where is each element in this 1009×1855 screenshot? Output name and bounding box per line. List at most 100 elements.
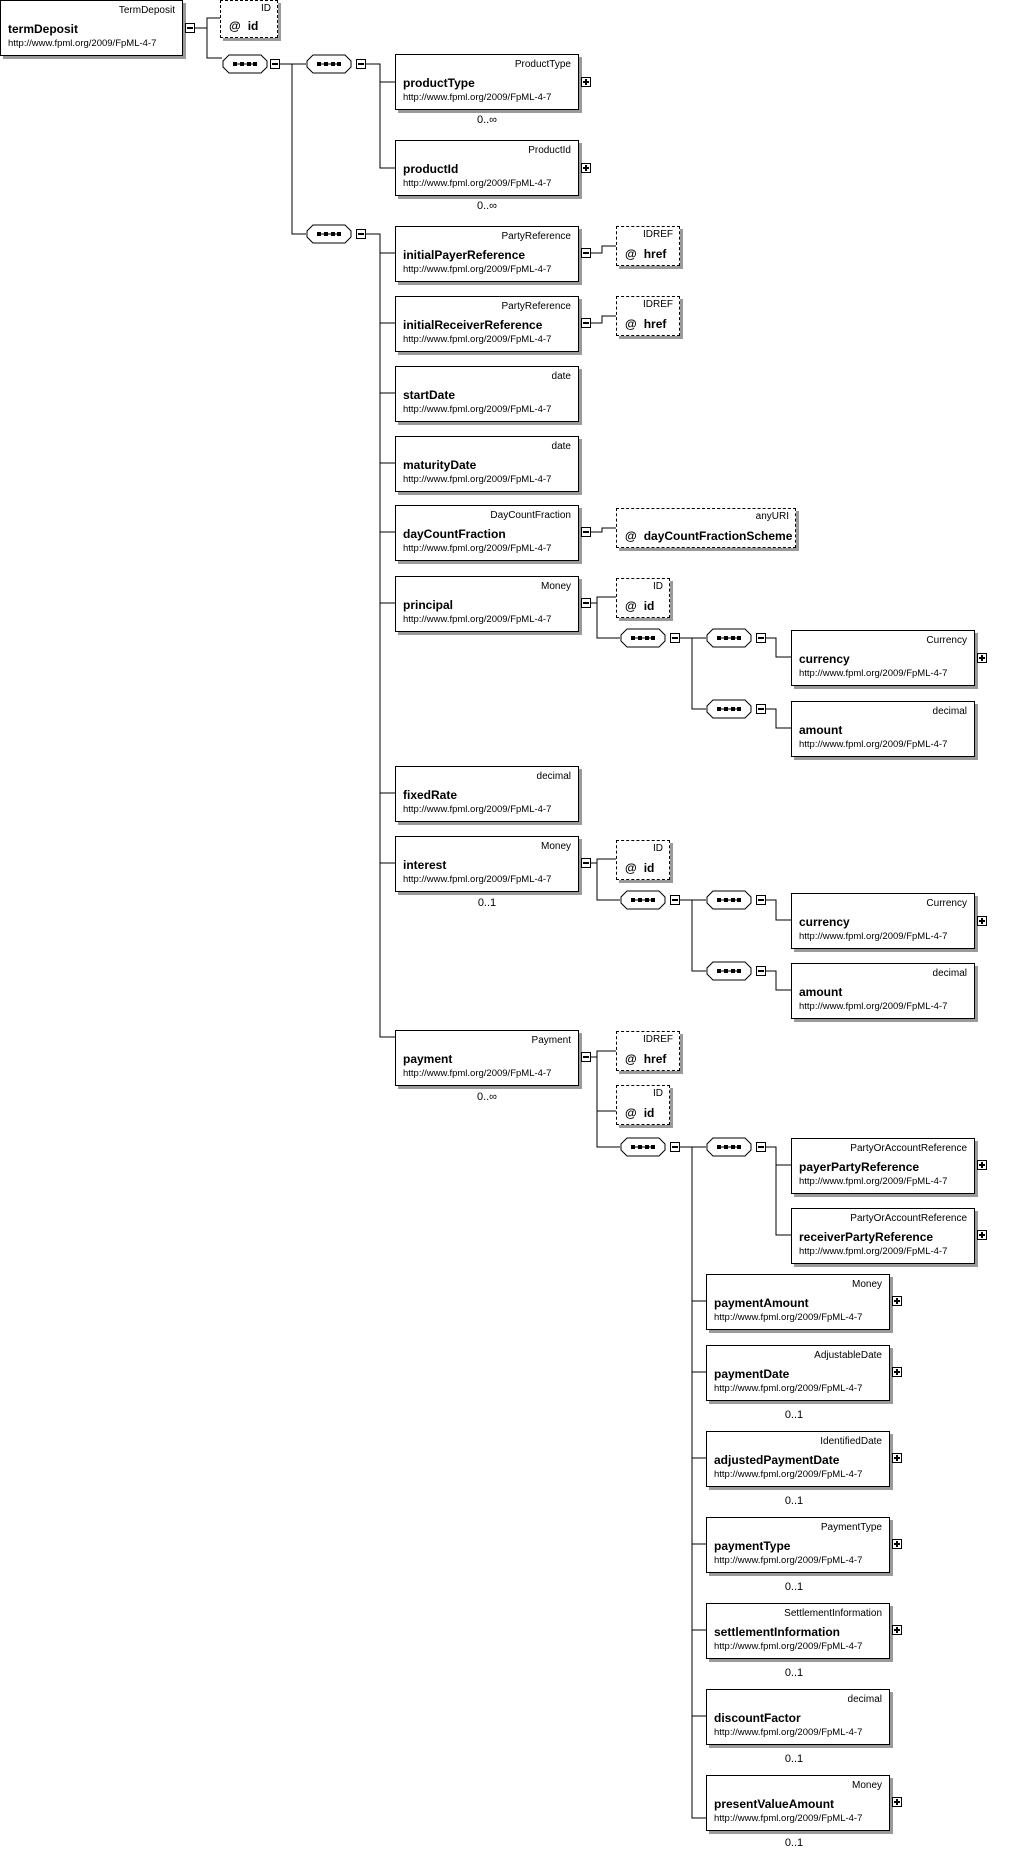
expand-toggle[interactable] bbox=[892, 1539, 902, 1549]
at-symbol: @ bbox=[229, 19, 241, 33]
attribute-dayCountFractionScheme[interactable]: anyURI @dayCountFractionScheme bbox=[616, 508, 796, 548]
expand-toggle[interactable] bbox=[892, 1797, 902, 1807]
element-discountFactor[interactable]: decimal discountFactor http://www.fpml.o… bbox=[706, 1689, 890, 1745]
element-payerPartyReference[interactable]: PartyOrAccountReference payerPartyRefere… bbox=[791, 1138, 975, 1194]
attribute-name: @dayCountFractionScheme bbox=[625, 529, 793, 543]
expand-toggle[interactable] bbox=[977, 916, 987, 926]
collapse-toggle[interactable] bbox=[356, 59, 366, 69]
element-dayCountFraction[interactable]: DayCountFraction dayCountFraction http:/… bbox=[395, 505, 579, 561]
type-label: TermDeposit bbox=[118, 5, 175, 16]
attribute-id[interactable]: ID @id bbox=[220, 0, 278, 38]
expand-toggle[interactable] bbox=[892, 1453, 902, 1463]
element-payment[interactable]: Payment payment http://www.fpml.org/2009… bbox=[395, 1030, 579, 1086]
collapse-toggle[interactable] bbox=[581, 318, 591, 328]
cardinality-label: 0..1 bbox=[784, 1409, 804, 1421]
type-label: IdentifiedDate bbox=[820, 1436, 882, 1447]
element-name: discountFactor bbox=[714, 1711, 801, 1725]
type-label: AdjustableDate bbox=[814, 1350, 882, 1361]
type-label: Money bbox=[851, 1780, 882, 1791]
namespace-label: http://www.fpml.org/2009/FpML-4-7 bbox=[799, 1246, 948, 1257]
collapse-toggle[interactable] bbox=[581, 248, 591, 258]
attribute-name: @href bbox=[625, 247, 667, 261]
element-adjustedPaymentDate[interactable]: IdentifiedDate adjustedPaymentDate http:… bbox=[706, 1431, 890, 1487]
sequence-compositor bbox=[620, 628, 666, 648]
attribute-href[interactable]: IDREF @href bbox=[616, 296, 680, 336]
element-currency[interactable]: Currency currency http://www.fpml.org/20… bbox=[791, 630, 975, 686]
namespace-label: http://www.fpml.org/2009/FpML-4-7 bbox=[403, 178, 552, 189]
namespace-label: http://www.fpml.org/2009/FpML-4-7 bbox=[403, 474, 552, 485]
element-productId[interactable]: ProductId productId http://www.fpml.org/… bbox=[395, 140, 579, 196]
element-paymentAmount[interactable]: Money paymentAmount http://www.fpml.org/… bbox=[706, 1274, 890, 1330]
namespace-label: http://www.fpml.org/2009/FpML-4-7 bbox=[799, 931, 948, 942]
type-label: Currency bbox=[926, 635, 967, 646]
attribute-id[interactable]: ID @id bbox=[616, 840, 670, 880]
collapse-toggle[interactable] bbox=[185, 23, 195, 33]
collapse-toggle[interactable] bbox=[756, 1142, 766, 1152]
type-label: decimal bbox=[847, 1694, 882, 1705]
collapse-toggle[interactable] bbox=[581, 598, 591, 608]
attribute-name: @href bbox=[625, 1052, 667, 1066]
expand-toggle[interactable] bbox=[892, 1625, 902, 1635]
collapse-toggle[interactable] bbox=[756, 895, 766, 905]
type-label: ProductId bbox=[528, 145, 571, 156]
collapse-toggle[interactable] bbox=[581, 527, 591, 537]
element-name: dayCountFraction bbox=[403, 527, 506, 541]
at-symbol: @ bbox=[625, 247, 637, 261]
element-initialPayerReference[interactable]: PartyReference initialPayerReference htt… bbox=[395, 226, 579, 282]
sequence-compositor bbox=[306, 224, 352, 244]
collapse-toggle[interactable] bbox=[581, 858, 591, 868]
expand-toggle[interactable] bbox=[892, 1296, 902, 1306]
expand-toggle[interactable] bbox=[892, 1367, 902, 1377]
namespace-label: http://www.fpml.org/2009/FpML-4-7 bbox=[403, 804, 552, 815]
type-label: decimal bbox=[536, 771, 571, 782]
attribute-id[interactable]: ID @id bbox=[616, 1085, 670, 1125]
element-principal[interactable]: Money principal http://www.fpml.org/2009… bbox=[395, 576, 579, 632]
element-settlementInformation[interactable]: SettlementInformation settlementInformat… bbox=[706, 1603, 890, 1659]
namespace-label: http://www.fpml.org/2009/FpML-4-7 bbox=[403, 264, 552, 275]
element-currency[interactable]: Currency currency http://www.fpml.org/20… bbox=[791, 893, 975, 949]
sequence-compositor bbox=[706, 628, 752, 648]
namespace-label: http://www.fpml.org/2009/FpML-4-7 bbox=[714, 1727, 863, 1738]
expand-toggle[interactable] bbox=[977, 1160, 987, 1170]
element-productType[interactable]: ProductType productType http://www.fpml.… bbox=[395, 54, 579, 110]
collapse-toggle[interactable] bbox=[756, 966, 766, 976]
element-paymentType[interactable]: PaymentType paymentType http://www.fpml.… bbox=[706, 1517, 890, 1573]
collapse-toggle[interactable] bbox=[581, 1052, 591, 1062]
collapse-toggle[interactable] bbox=[670, 633, 680, 643]
element-termDeposit[interactable]: TermDeposit termDeposit http://www.fpml.… bbox=[0, 0, 183, 56]
element-receiverPartyReference[interactable]: PartyOrAccountReference receiverPartyRef… bbox=[791, 1208, 975, 1264]
cardinality-label: 0..∞ bbox=[476, 200, 498, 212]
type-label: DayCountFraction bbox=[490, 510, 571, 521]
collapse-toggle[interactable] bbox=[756, 704, 766, 714]
element-fixedRate[interactable]: decimal fixedRate http://www.fpml.org/20… bbox=[395, 766, 579, 822]
sequence-compositor bbox=[620, 1137, 666, 1157]
type-label: decimal bbox=[932, 706, 967, 717]
namespace-label: http://www.fpml.org/2009/FpML-4-7 bbox=[403, 404, 552, 415]
element-maturityDate[interactable]: date maturityDate http://www.fpml.org/20… bbox=[395, 436, 579, 492]
element-interest[interactable]: Money interest http://www.fpml.org/2009/… bbox=[395, 836, 579, 892]
element-amount[interactable]: decimal amount http://www.fpml.org/2009/… bbox=[791, 701, 975, 757]
type-label: date bbox=[551, 371, 571, 382]
collapse-toggle[interactable] bbox=[270, 59, 280, 69]
collapse-toggle[interactable] bbox=[756, 633, 766, 643]
element-name: paymentDate bbox=[714, 1367, 790, 1381]
element-startDate[interactable]: date startDate http://www.fpml.org/2009/… bbox=[395, 366, 579, 422]
expand-toggle[interactable] bbox=[581, 77, 591, 87]
collapse-toggle[interactable] bbox=[670, 1142, 680, 1152]
type-label: decimal bbox=[932, 968, 967, 979]
attribute-href[interactable]: IDREF @href bbox=[616, 226, 680, 266]
expand-toggle[interactable] bbox=[581, 163, 591, 173]
element-initialReceiverReference[interactable]: PartyReference initialReceiverReference … bbox=[395, 296, 579, 352]
expand-toggle[interactable] bbox=[977, 1230, 987, 1240]
element-paymentDate[interactable]: AdjustableDate paymentDate http://www.fp… bbox=[706, 1345, 890, 1401]
collapse-toggle[interactable] bbox=[356, 229, 366, 239]
sequence-compositor bbox=[706, 699, 752, 719]
expand-toggle[interactable] bbox=[977, 653, 987, 663]
namespace-label: http://www.fpml.org/2009/FpML-4-7 bbox=[403, 614, 552, 625]
attribute-href[interactable]: IDREF @href bbox=[616, 1031, 680, 1071]
attribute-id[interactable]: ID @id bbox=[616, 578, 670, 618]
element-amount[interactable]: decimal amount http://www.fpml.org/2009/… bbox=[791, 963, 975, 1019]
collapse-toggle[interactable] bbox=[670, 895, 680, 905]
namespace-label: http://www.fpml.org/2009/FpML-4-7 bbox=[714, 1312, 863, 1323]
element-presentValueAmount[interactable]: Money presentValueAmount http://www.fpml… bbox=[706, 1775, 890, 1831]
